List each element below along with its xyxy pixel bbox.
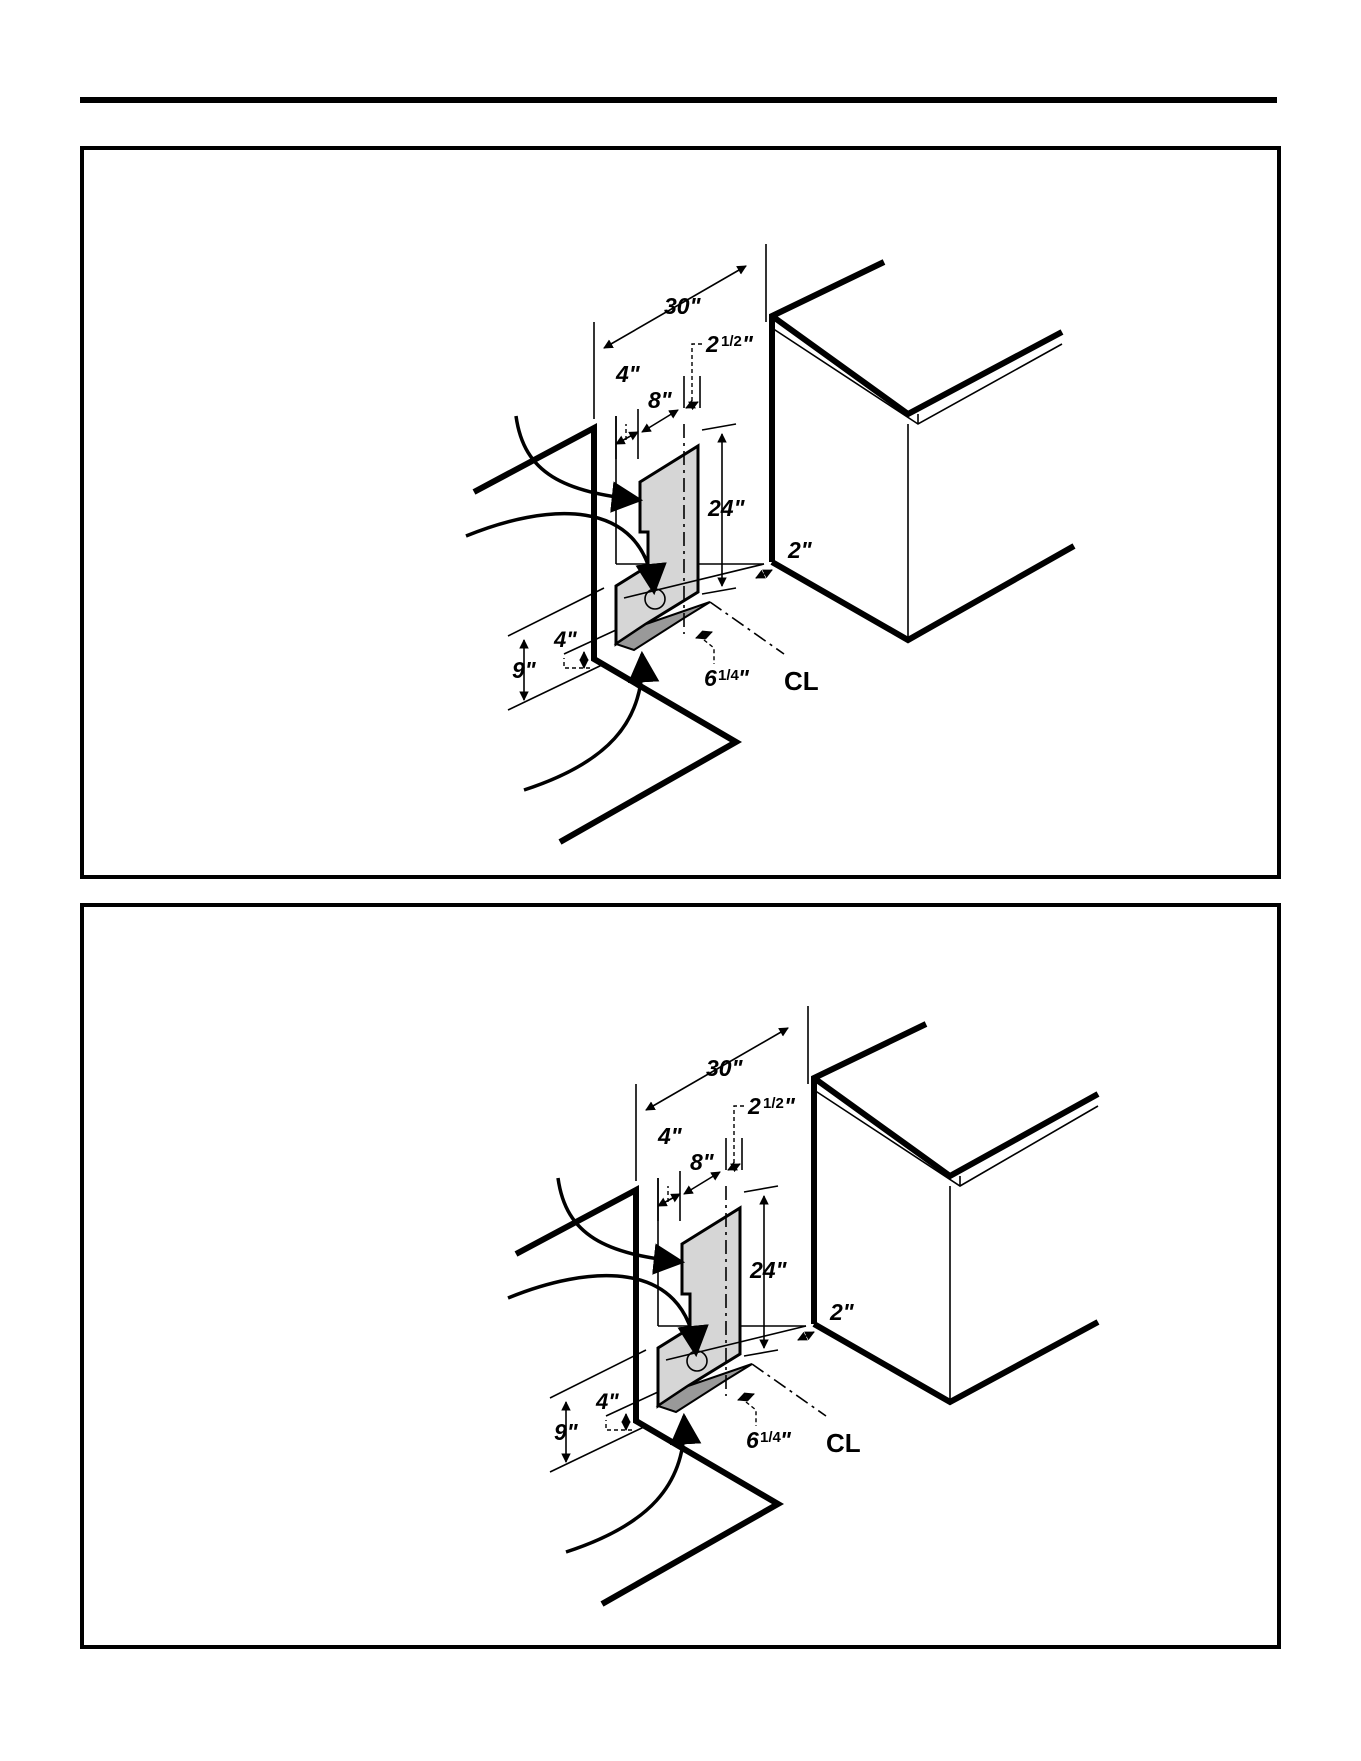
label-floor-offset: 4" <box>595 1389 619 1414</box>
adjacent-cabinet <box>772 262 1074 640</box>
label-zone-width: 8" <box>648 387 673 413</box>
diagram-panel-1: 30" 4" 8" 2 1/2 " 24" 2" 9" 4" 6 1/4 " C… <box>80 146 1281 879</box>
label-right-offset: 2 1/2 " <box>747 1093 796 1119</box>
svg-text:1/4: 1/4 <box>718 667 740 684</box>
label-height: 24" <box>749 1257 788 1283</box>
label-zone-width: 8" <box>690 1149 715 1175</box>
svg-text:2: 2 <box>747 1093 761 1119</box>
label-floor-height: 9" <box>512 657 537 683</box>
label-width: 30" <box>664 293 702 319</box>
label-center-offset: 6 1/4 " <box>704 665 750 691</box>
label-height: 24" <box>707 495 746 521</box>
label-center-offset: 6 1/4 " <box>746 1427 792 1453</box>
svg-text:1/4: 1/4 <box>760 1429 782 1446</box>
label-left-offset: 4" <box>657 1123 683 1149</box>
diagram-panel-2: 30" 4" 8" 2 1/2 " 24" 2" 9" 4" 6 1/4 <box>80 903 1281 1649</box>
label-gap: 2" <box>787 537 813 563</box>
label-left-offset: 4" <box>615 361 641 387</box>
label-centerline: CL <box>784 666 819 696</box>
svg-text:1/2: 1/2 <box>721 333 742 350</box>
label-floor-offset: 4" <box>553 627 577 652</box>
svg-text:": " <box>780 1427 792 1453</box>
svg-text:": " <box>738 665 750 691</box>
label-floor-height: 9" <box>554 1419 579 1445</box>
label-gap: 2" <box>829 1299 855 1325</box>
svg-text:": " <box>742 331 754 357</box>
installation-diagram-2: 30" 4" 8" 2 1/2 " 24" 2" 9" 4" 6 1/4 <box>84 907 1277 1645</box>
label-width: 30" <box>706 1055 744 1081</box>
svg-text:6: 6 <box>704 665 717 691</box>
svg-text:1/2: 1/2 <box>763 1095 784 1112</box>
header-rule <box>80 97 1277 103</box>
adjacent-cabinet <box>814 1024 1098 1402</box>
svg-text:2: 2 <box>705 331 719 357</box>
label-centerline: CL <box>826 1428 861 1458</box>
label-right-offset: 2 1/2 " <box>705 331 754 357</box>
svg-text:6: 6 <box>746 1427 759 1453</box>
svg-text:": " <box>784 1093 796 1119</box>
installation-diagram-1: 30" 4" 8" 2 1/2 " 24" 2" 9" 4" 6 1/4 " C… <box>84 150 1277 875</box>
